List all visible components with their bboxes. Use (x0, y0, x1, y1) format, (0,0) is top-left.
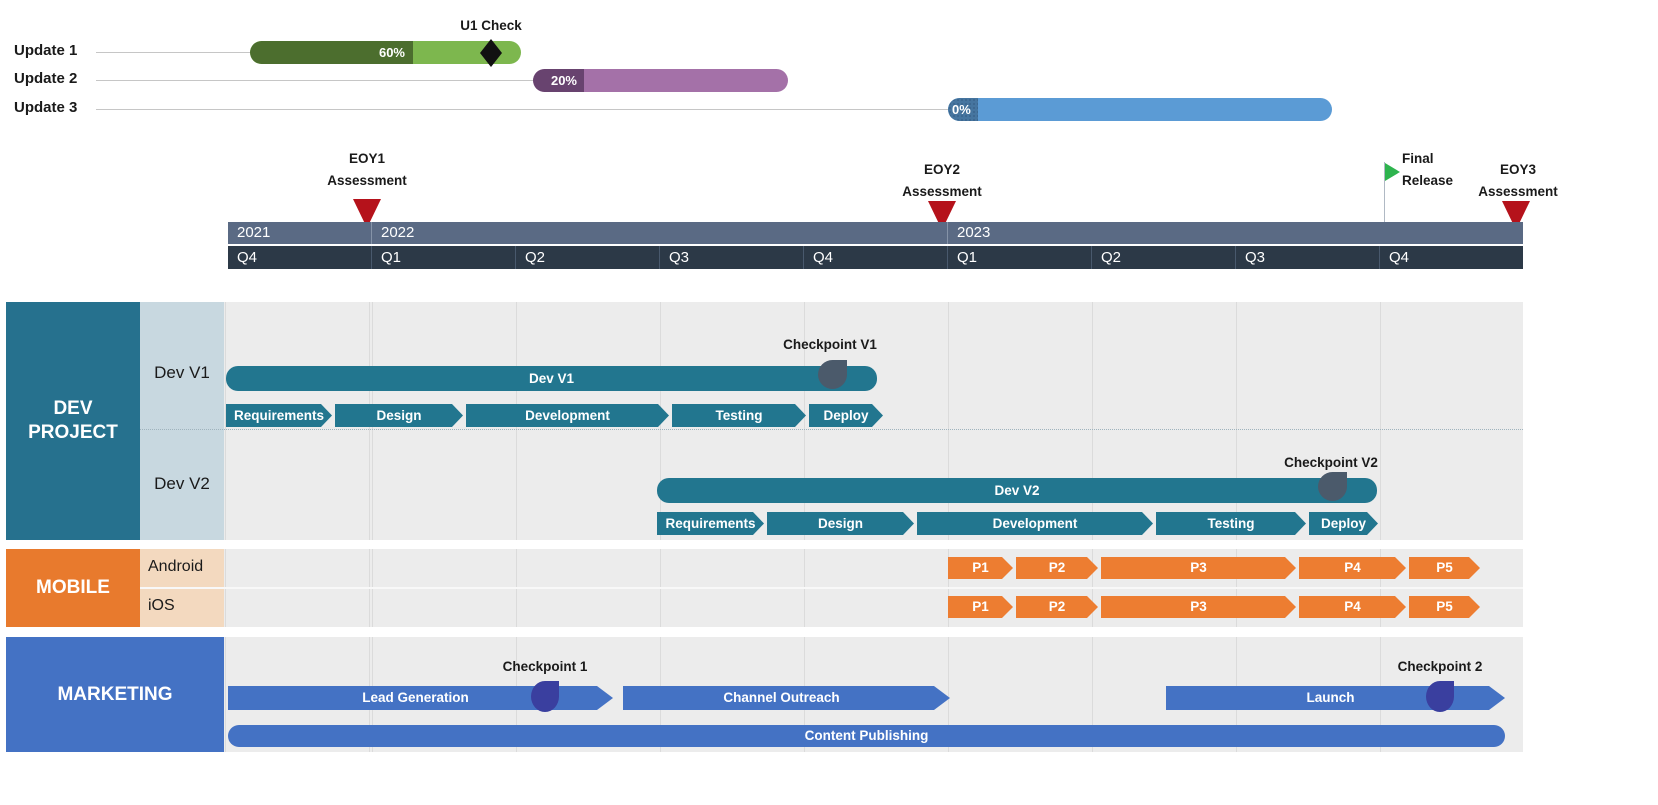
checkpoint-1-label: Checkpoint 1 (502, 659, 588, 674)
update-3-label: Update 3 (14, 99, 78, 116)
ios-phase-p1[interactable]: P1 (948, 596, 1013, 618)
quarter-cell: Q3 (1236, 246, 1380, 269)
eoy2-label-line2: Assessment (902, 184, 982, 199)
dev-v2-phase-deploy[interactable]: Deploy (1309, 512, 1378, 535)
update-3-progress-value: 0% (952, 102, 971, 117)
update-3-bar[interactable]: 0% (948, 98, 1332, 121)
quarter-cell: Q2 (516, 246, 660, 269)
quarter-cell: Q4 (804, 246, 948, 269)
android-phase-p2[interactable]: P2 (1016, 557, 1098, 579)
update-1-label: Update 1 (14, 42, 78, 59)
quarter-cell: Q1 (948, 246, 1092, 269)
dev-v2-phase-development[interactable]: Development (917, 512, 1153, 535)
android-row-label: Android (148, 558, 204, 575)
update-3-progress-fill (948, 98, 978, 121)
quarter-cell: Q4 (1389, 249, 1410, 266)
mobile-row-separator (140, 587, 1523, 589)
quarter-cell: Q1 (372, 246, 516, 269)
mobile-title: MOBILE (6, 549, 140, 627)
update-2-progress-value: 20% (550, 73, 577, 88)
dev-v2-phase-requirements[interactable]: Requirements (657, 512, 764, 535)
section-mobile: MOBILE Android iOS P1 P2 P3 P4 P5 P1 P2 … (6, 549, 1523, 627)
quarter-cell: Q3 (660, 246, 804, 269)
eoy1-label-line2: Assessment (327, 173, 407, 188)
quarter-cell: Q2 (1092, 246, 1236, 269)
eoy1-label-line1: EOY1 (348, 151, 386, 166)
channel-outreach-bar[interactable]: Channel Outreach (623, 686, 950, 710)
android-phase-p4[interactable]: P4 (1299, 557, 1406, 579)
update-2-label: Update 2 (14, 70, 78, 87)
update-1-progress-fill (250, 41, 413, 64)
year-cell-2023: 2023 (957, 224, 991, 241)
checkpoint-v2-marker[interactable] (1318, 472, 1347, 501)
dev-v2-phase-design[interactable]: Design (767, 512, 914, 535)
year-cell-2021: 2021 (228, 222, 372, 244)
checkpoint-2-marker[interactable] (1426, 681, 1454, 712)
dev-row-separator (140, 429, 1523, 430)
final-release-label-line2: Release (1402, 173, 1454, 188)
checkpoint-2-label: Checkpoint 2 (1397, 659, 1483, 674)
connector-line (96, 80, 533, 81)
content-publishing-bar[interactable]: Content Publishing (228, 725, 1505, 747)
connector-line (96, 52, 250, 53)
ios-phase-p4[interactable]: P4 (1299, 596, 1406, 618)
checkpoint-v1-marker[interactable] (818, 360, 847, 389)
dev-v1-row-label: Dev V1 (154, 363, 210, 382)
dev-v2-phase-testing[interactable]: Testing (1156, 512, 1306, 535)
section-marketing: MARKETING Checkpoint 1 Checkpoint 2 Lead… (6, 637, 1523, 752)
launch-bar[interactable]: Launch (1166, 686, 1505, 710)
dev-v1-phase-testing[interactable]: Testing (672, 404, 806, 427)
android-phase-p3[interactable]: P3 (1101, 557, 1296, 579)
android-phase-p1[interactable]: P1 (948, 557, 1013, 579)
year-band: 2021 2022 2023 (228, 222, 1523, 244)
final-release-flag-pole (1384, 162, 1385, 222)
u1-check-diamond-milestone[interactable] (480, 39, 502, 67)
checkpoint-v2-label: Checkpoint V2 (1284, 455, 1378, 470)
quarter-band: Q4 Q1 Q2 Q3 Q4 Q1 Q2 Q3 Q4 (228, 246, 1523, 269)
dev-v1-phase-requirements[interactable]: Requirements (226, 404, 332, 427)
quarter-cell: Q4 (228, 246, 372, 269)
dev-v1-phase-development[interactable]: Development (466, 404, 669, 427)
update-2-progress-fill (533, 69, 584, 92)
ios-row-label: iOS (148, 597, 175, 614)
connector-line (96, 109, 948, 110)
ios-phase-p3[interactable]: P3 (1101, 596, 1296, 618)
update-1-progress-value: 60% (378, 45, 405, 60)
checkpoint-v1-label: Checkpoint V1 (783, 337, 877, 352)
dev-subcolumn (140, 302, 224, 540)
update-2-bar[interactable]: 20% (533, 69, 788, 92)
u1-check-label: U1 Check (460, 18, 522, 33)
final-release-label-line1: Final (1402, 151, 1434, 166)
android-phase-p5[interactable]: P5 (1409, 557, 1480, 579)
eoy2-label-line1: EOY2 (923, 162, 961, 177)
dev-v2-task-bar[interactable]: Dev V2 (657, 478, 1377, 503)
ios-phase-p5[interactable]: P5 (1409, 596, 1480, 618)
marketing-title: MARKETING (6, 637, 224, 752)
dev-v1-phase-deploy[interactable]: Deploy (809, 404, 883, 427)
dev-project-title: DEV PROJECT (6, 302, 140, 540)
dev-v1-task-bar[interactable]: Dev V1 (226, 366, 877, 391)
checkpoint-1-marker[interactable] (531, 681, 559, 712)
year-cell-2022: 2022 (372, 222, 948, 244)
update-1-bar[interactable]: 60% (250, 41, 521, 64)
dev-v2-row-label: Dev V2 (154, 474, 210, 493)
final-release-flag-icon[interactable] (1385, 163, 1400, 181)
dev-v1-phase-design[interactable]: Design (335, 404, 463, 427)
section-dev-project: DEV PROJECT Dev V1 Dev V2 Checkpoint V1 … (6, 302, 1523, 540)
ios-phase-p2[interactable]: P2 (1016, 596, 1098, 618)
eoy3-label-line2: Assessment (1478, 184, 1558, 199)
eoy3-label-line1: EOY3 (1499, 162, 1537, 177)
